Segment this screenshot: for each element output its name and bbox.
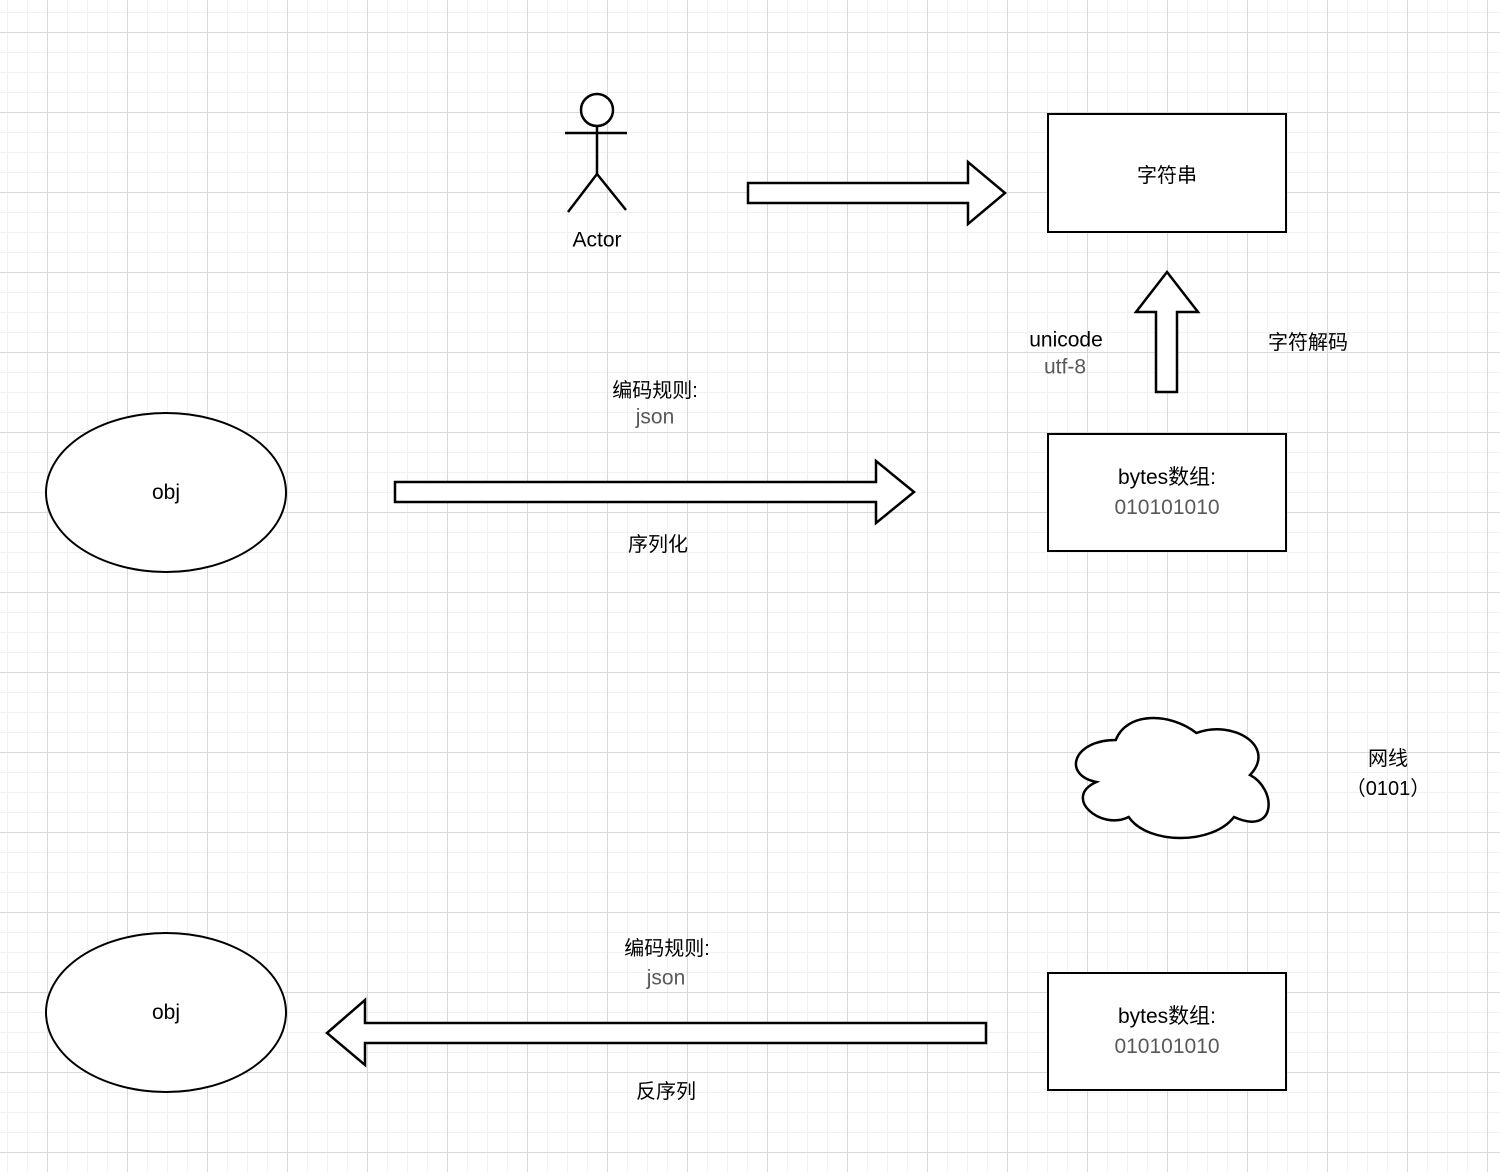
network-label-line1: 网线: [1368, 748, 1408, 770]
bytes-box-bottom[interactable]: bytes数组: 010101010: [1047, 972, 1287, 1091]
utf8-label: utf-8: [1043, 355, 1087, 379]
encode-rule-bottom-value: json: [646, 966, 686, 990]
bytes-box-top-value: 010101010: [1114, 495, 1220, 519]
string-box-label: 字符串: [1137, 164, 1197, 187]
cloud-icon[interactable]: [1062, 705, 1277, 845]
encode-rule-bottom-label: 编码规则:: [624, 938, 710, 960]
bytes-box-bottom-title: bytes数组:: [1117, 1004, 1217, 1028]
obj-top-label: obj: [151, 480, 181, 504]
serialize-label: 序列化: [628, 534, 688, 556]
network-label-line2: （0101）: [1345, 778, 1431, 800]
obj-ellipse-top[interactable]: obj: [45, 412, 287, 573]
deserialize-arrow-icon[interactable]: [324, 997, 990, 1068]
char-decode-label: 字符解码: [1268, 332, 1348, 354]
actor-icon[interactable]: [560, 90, 634, 216]
bytes-box-top[interactable]: bytes数组: 010101010: [1047, 433, 1287, 552]
actor-label: Actor: [572, 228, 622, 252]
encode-rule-top-value: json: [635, 405, 675, 429]
decode-up-arrow-icon[interactable]: [1132, 269, 1202, 395]
deserialize-label: 反序列: [636, 1081, 696, 1103]
unicode-label: unicode: [1029, 328, 1103, 352]
obj-bottom-label: obj: [151, 1000, 181, 1024]
bytes-box-bottom-value: 010101010: [1114, 1034, 1220, 1058]
serialize-arrow-icon[interactable]: [393, 458, 917, 526]
actor-to-string-arrow-icon[interactable]: [746, 159, 1008, 227]
string-box[interactable]: 字符串: [1047, 113, 1287, 233]
encode-rule-top-label: 编码规则:: [612, 380, 698, 402]
obj-ellipse-bottom[interactable]: obj: [45, 932, 287, 1093]
bytes-box-top-title: bytes数组:: [1117, 465, 1217, 489]
